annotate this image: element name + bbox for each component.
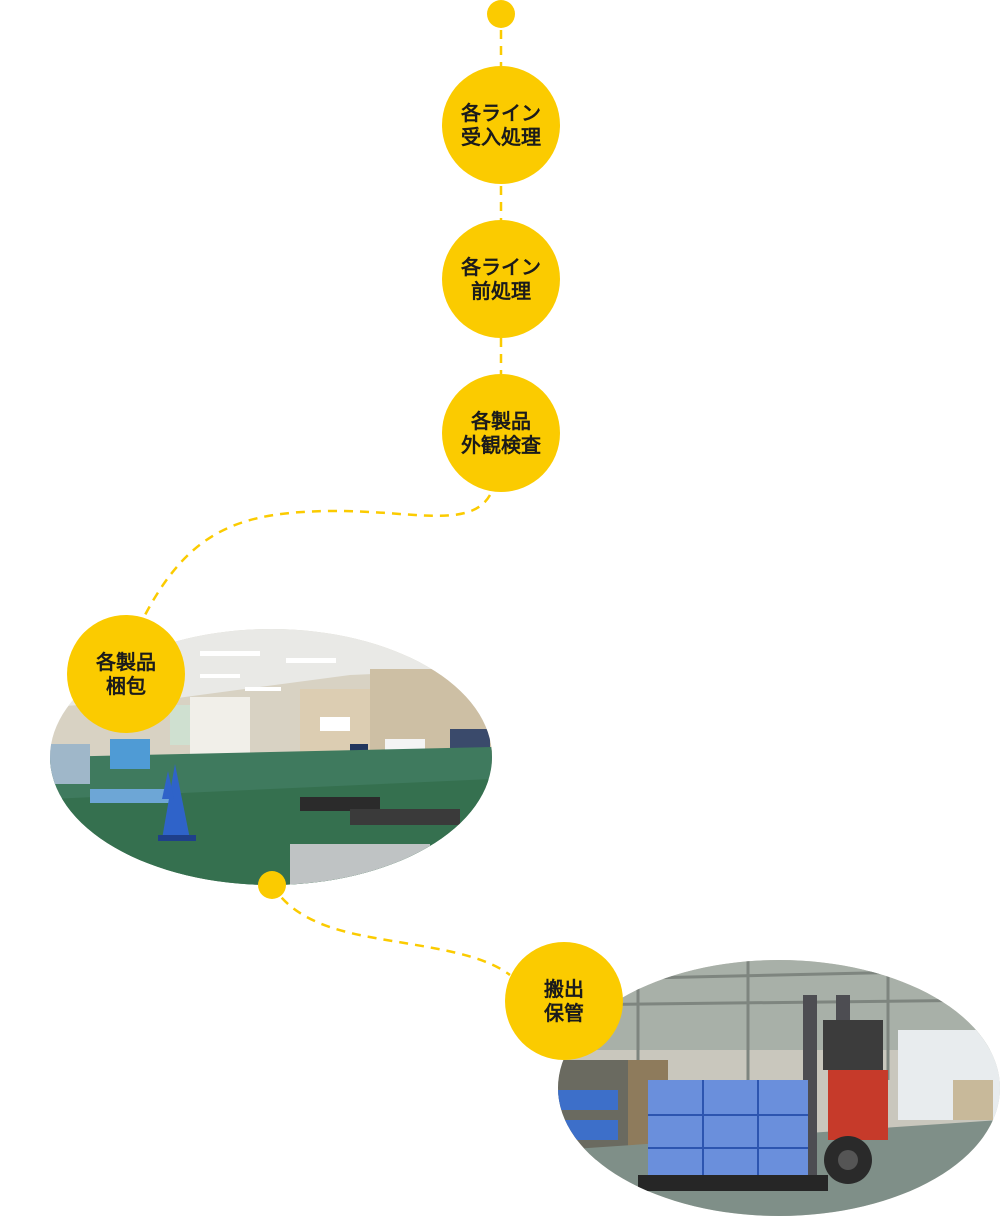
step-packing-label-line2: 梱包 [106,674,146,698]
step-inspection-label-line2: 外観検査 [461,433,541,457]
shipping-storage-photo [558,960,1000,1216]
step-preprocess-label-line2: 前処理 [471,279,531,303]
step-shipping-storage: 搬出 保管 [505,942,623,1060]
step-visual-inspection: 各製品 外観検査 [442,374,560,492]
step-inspection-label-line1: 各製品 [471,409,531,433]
packing-area-photo [50,629,492,885]
step-receiving-label-line1: 各ライン [461,101,541,125]
connector-packing-to-shipping [270,884,511,977]
step-pre-processing: 各ライン 前処理 [442,220,560,338]
step-receiving-label-line2: 受入処理 [461,125,541,149]
step-packing-label-line1: 各製品 [96,650,156,674]
step-receiving-processing: 各ライン 受入処理 [442,66,560,184]
flow-mid-dot [258,871,286,899]
step-shipping-label-line2: 保管 [544,1001,584,1025]
step-packing: 各製品 梱包 [67,615,185,733]
connector-inspection-to-packing [143,494,492,616]
step-preprocess-label-line1: 各ライン [461,255,541,279]
flow-start-dot [487,0,515,28]
step-shipping-label-line1: 搬出 [544,977,584,1001]
